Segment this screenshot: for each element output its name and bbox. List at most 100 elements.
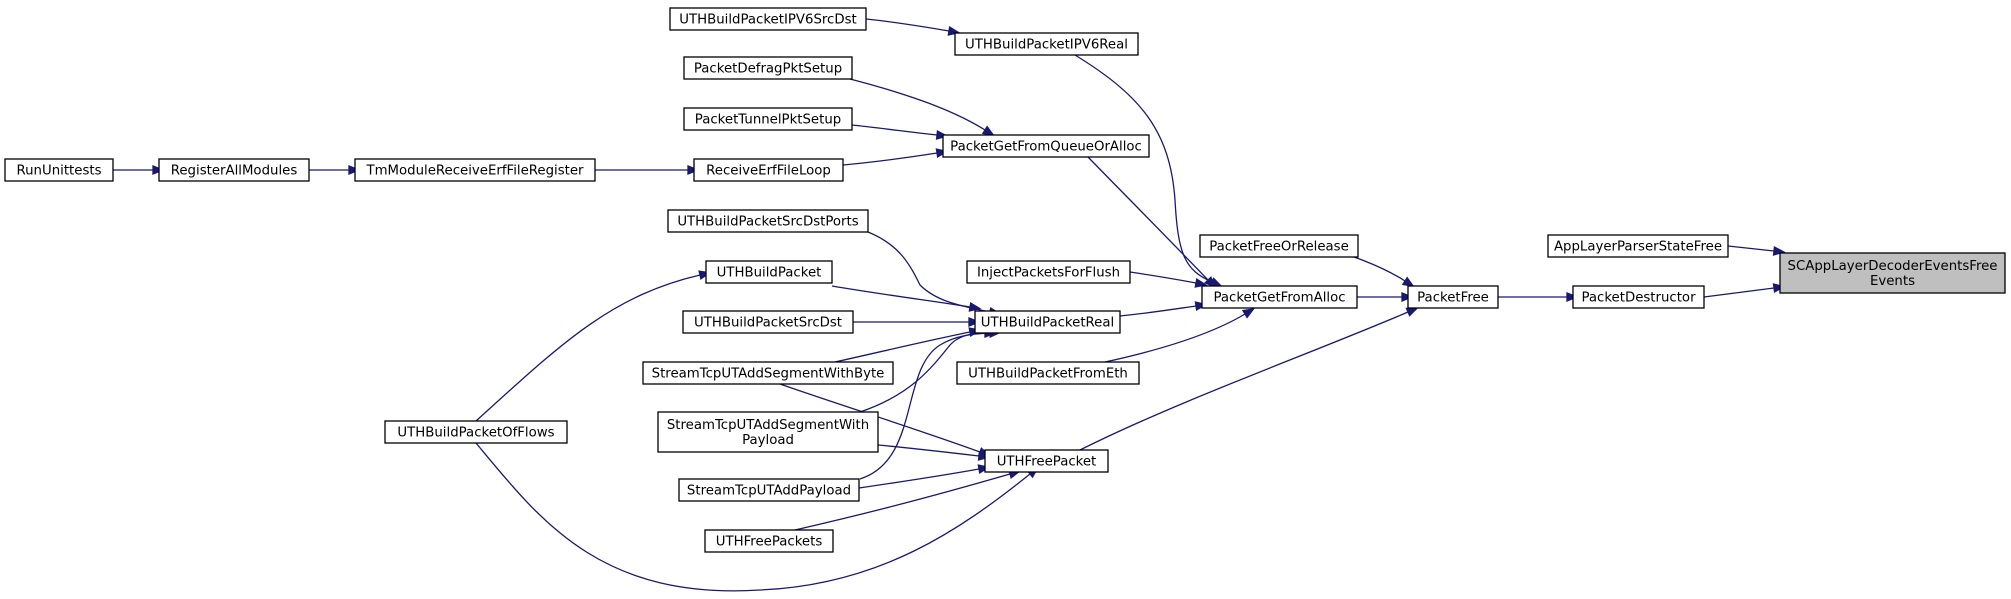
node-ofFlows[interactable]: UTHBuildPacketOfFlows	[384, 420, 568, 444]
node-box	[974, 310, 1121, 334]
edge-line	[1727, 245, 1775, 252]
edge-uthfreepacket-to-pktfree	[1079, 307, 1419, 451]
node-box	[384, 420, 568, 444]
node-box	[667, 209, 869, 233]
node-buildpacket[interactable]: UTHBuildPacket	[705, 260, 833, 284]
edge-ipv6srcdst-to-ipv6real	[865, 18, 961, 36]
node-tunnel[interactable]: PacketTunnelPktSetup	[683, 107, 853, 131]
node-box	[642, 361, 894, 385]
edge-applayer-to-root	[1727, 245, 1786, 256]
node-label: UTHBuildPacket	[717, 266, 822, 281]
edge-erfregister-to-erfloop	[595, 165, 700, 175]
node-label: RegisterAllModules	[171, 164, 298, 179]
edge-buildreal-to-getfromalloc	[1119, 301, 1208, 317]
arrowhead-icon	[977, 450, 991, 461]
edge-line	[1129, 271, 1197, 284]
node-frometh[interactable]: UTHBuildPacketFromEth	[956, 361, 1140, 385]
node-segwithbyte[interactable]: StreamTcpUTAddSegmentWithByte	[642, 361, 894, 385]
node-freeorrelease[interactable]: PacketFreeOrRelease	[1199, 234, 1359, 258]
node-box	[705, 260, 833, 284]
arrowhead-icon	[1772, 283, 1786, 294]
edge-line	[1079, 311, 1409, 451]
node-pktfree[interactable]: PacketFree	[1407, 285, 1499, 309]
node-ipv6real[interactable]: UTHBuildPacketIPV6Real	[954, 32, 1139, 56]
node-getfromalloc[interactable]: PacketGetFromAlloc	[1201, 285, 1358, 309]
arrowhead-icon	[968, 317, 981, 327]
edge-frometh-to-getfromalloc	[1104, 307, 1256, 363]
edge-line	[834, 331, 971, 363]
edge-ipv6real-to-getfromalloc	[1074, 54, 1223, 287]
arrowhead-icon	[152, 165, 165, 175]
arrowhead-icon	[687, 165, 700, 175]
node-box	[1547, 234, 1729, 258]
edge-line	[1703, 287, 1775, 298]
node-label: UTHBuildPacketFromEth	[968, 367, 1128, 382]
node-box	[683, 107, 853, 131]
edge-line	[475, 442, 1031, 592]
node-queueoralloc[interactable]: PacketGetFromQueueOrAlloc	[942, 134, 1150, 158]
edge-line	[859, 332, 991, 480]
edge-ofFlows-to-buildpacket	[475, 270, 712, 422]
node-box	[1407, 285, 1499, 309]
node-box	[354, 158, 596, 182]
edge-erfloop-to-queueoralloc	[842, 148, 949, 166]
node-box	[1572, 285, 1705, 309]
node-erfregister[interactable]: TmModuleReceiveErfFileRegister	[354, 158, 596, 182]
node-box	[682, 310, 854, 334]
node-box	[1199, 234, 1359, 258]
node-rununittests[interactable]: RunUnittests	[4, 158, 114, 182]
node-label: UTHBuildPacketSrcDstPorts	[677, 215, 858, 230]
node-label: UTHBuildPacketReal	[981, 316, 1114, 331]
node-srcdst[interactable]: UTHBuildPacketSrcDst	[682, 310, 854, 334]
node-applayer[interactable]: AppLayerParserStateFree	[1547, 234, 1729, 258]
node-injectflush[interactable]: InjectPacketsForFlush	[966, 260, 1131, 284]
node-buildreal[interactable]: UTHBuildPacketReal	[974, 310, 1121, 334]
arrowhead-icon	[1203, 276, 1217, 289]
node-box	[956, 361, 1140, 385]
edge-segwithpayload-to-uthfreepacket	[877, 444, 991, 461]
node-uthfreepacket[interactable]: UTHFreePacket	[984, 449, 1109, 473]
node-freepackets[interactable]: UTHFreePackets	[704, 529, 834, 553]
edge-line	[1087, 156, 1209, 281]
edge-line	[1104, 313, 1246, 363]
node-erfloop[interactable]: ReceiveErfFileLoop	[693, 158, 844, 182]
edge-line	[851, 124, 938, 136]
arrowhead-icon	[968, 302, 982, 312]
edge-pktfree-to-pktdestructor	[1498, 292, 1579, 302]
node-box	[669, 7, 867, 31]
node-ipv6srcdst[interactable]: UTHBuildPacketIPV6SrcDst	[669, 7, 867, 31]
node-label: UTHFreePackets	[716, 535, 823, 550]
arrowhead-icon	[1194, 278, 1208, 288]
node-box	[966, 260, 1131, 284]
edge-line	[849, 78, 986, 131]
node-addpayload[interactable]: StreamTcpUTAddPayload	[678, 478, 860, 502]
edge-queueoralloc-to-getfromalloc	[1087, 156, 1217, 289]
arrowhead-icon	[1566, 292, 1579, 302]
node-label: AppLayerParserStateFree	[1554, 240, 1722, 255]
node-box	[1779, 252, 2006, 294]
node-label: PacketFree	[1417, 291, 1489, 306]
node-registerall[interactable]: RegisterAllModules	[158, 158, 310, 182]
arrowhead-icon	[1405, 307, 1419, 317]
edge-line	[794, 473, 1011, 531]
node-label: StreamTcpUTAddSegmentWithByte	[652, 367, 885, 382]
arrowhead-icon	[348, 165, 361, 175]
edge-line	[1074, 54, 1213, 283]
node-box	[984, 449, 1109, 473]
node-srcdstports[interactable]: UTHBuildPacketSrcDstPorts	[667, 209, 869, 233]
node-defrag[interactable]: PacketDefragPktSetup	[683, 56, 853, 80]
node-label: UTHBuildPacketOfFlows	[397, 426, 554, 441]
edge-line	[475, 274, 701, 422]
arrowhead-icon	[1401, 276, 1415, 288]
node-label: InjectPacketsForFlush	[977, 266, 1120, 281]
node-label: Events	[1870, 274, 1915, 289]
arrowhead-icon	[1401, 292, 1414, 302]
node-pktdestructor[interactable]: PacketDestructor	[1572, 285, 1705, 309]
node-label: UTHBuildPacketSrcDst	[694, 316, 842, 331]
node-box	[693, 158, 844, 182]
node-label: SCAppLayerDecoderEventsFree	[1788, 259, 1998, 274]
